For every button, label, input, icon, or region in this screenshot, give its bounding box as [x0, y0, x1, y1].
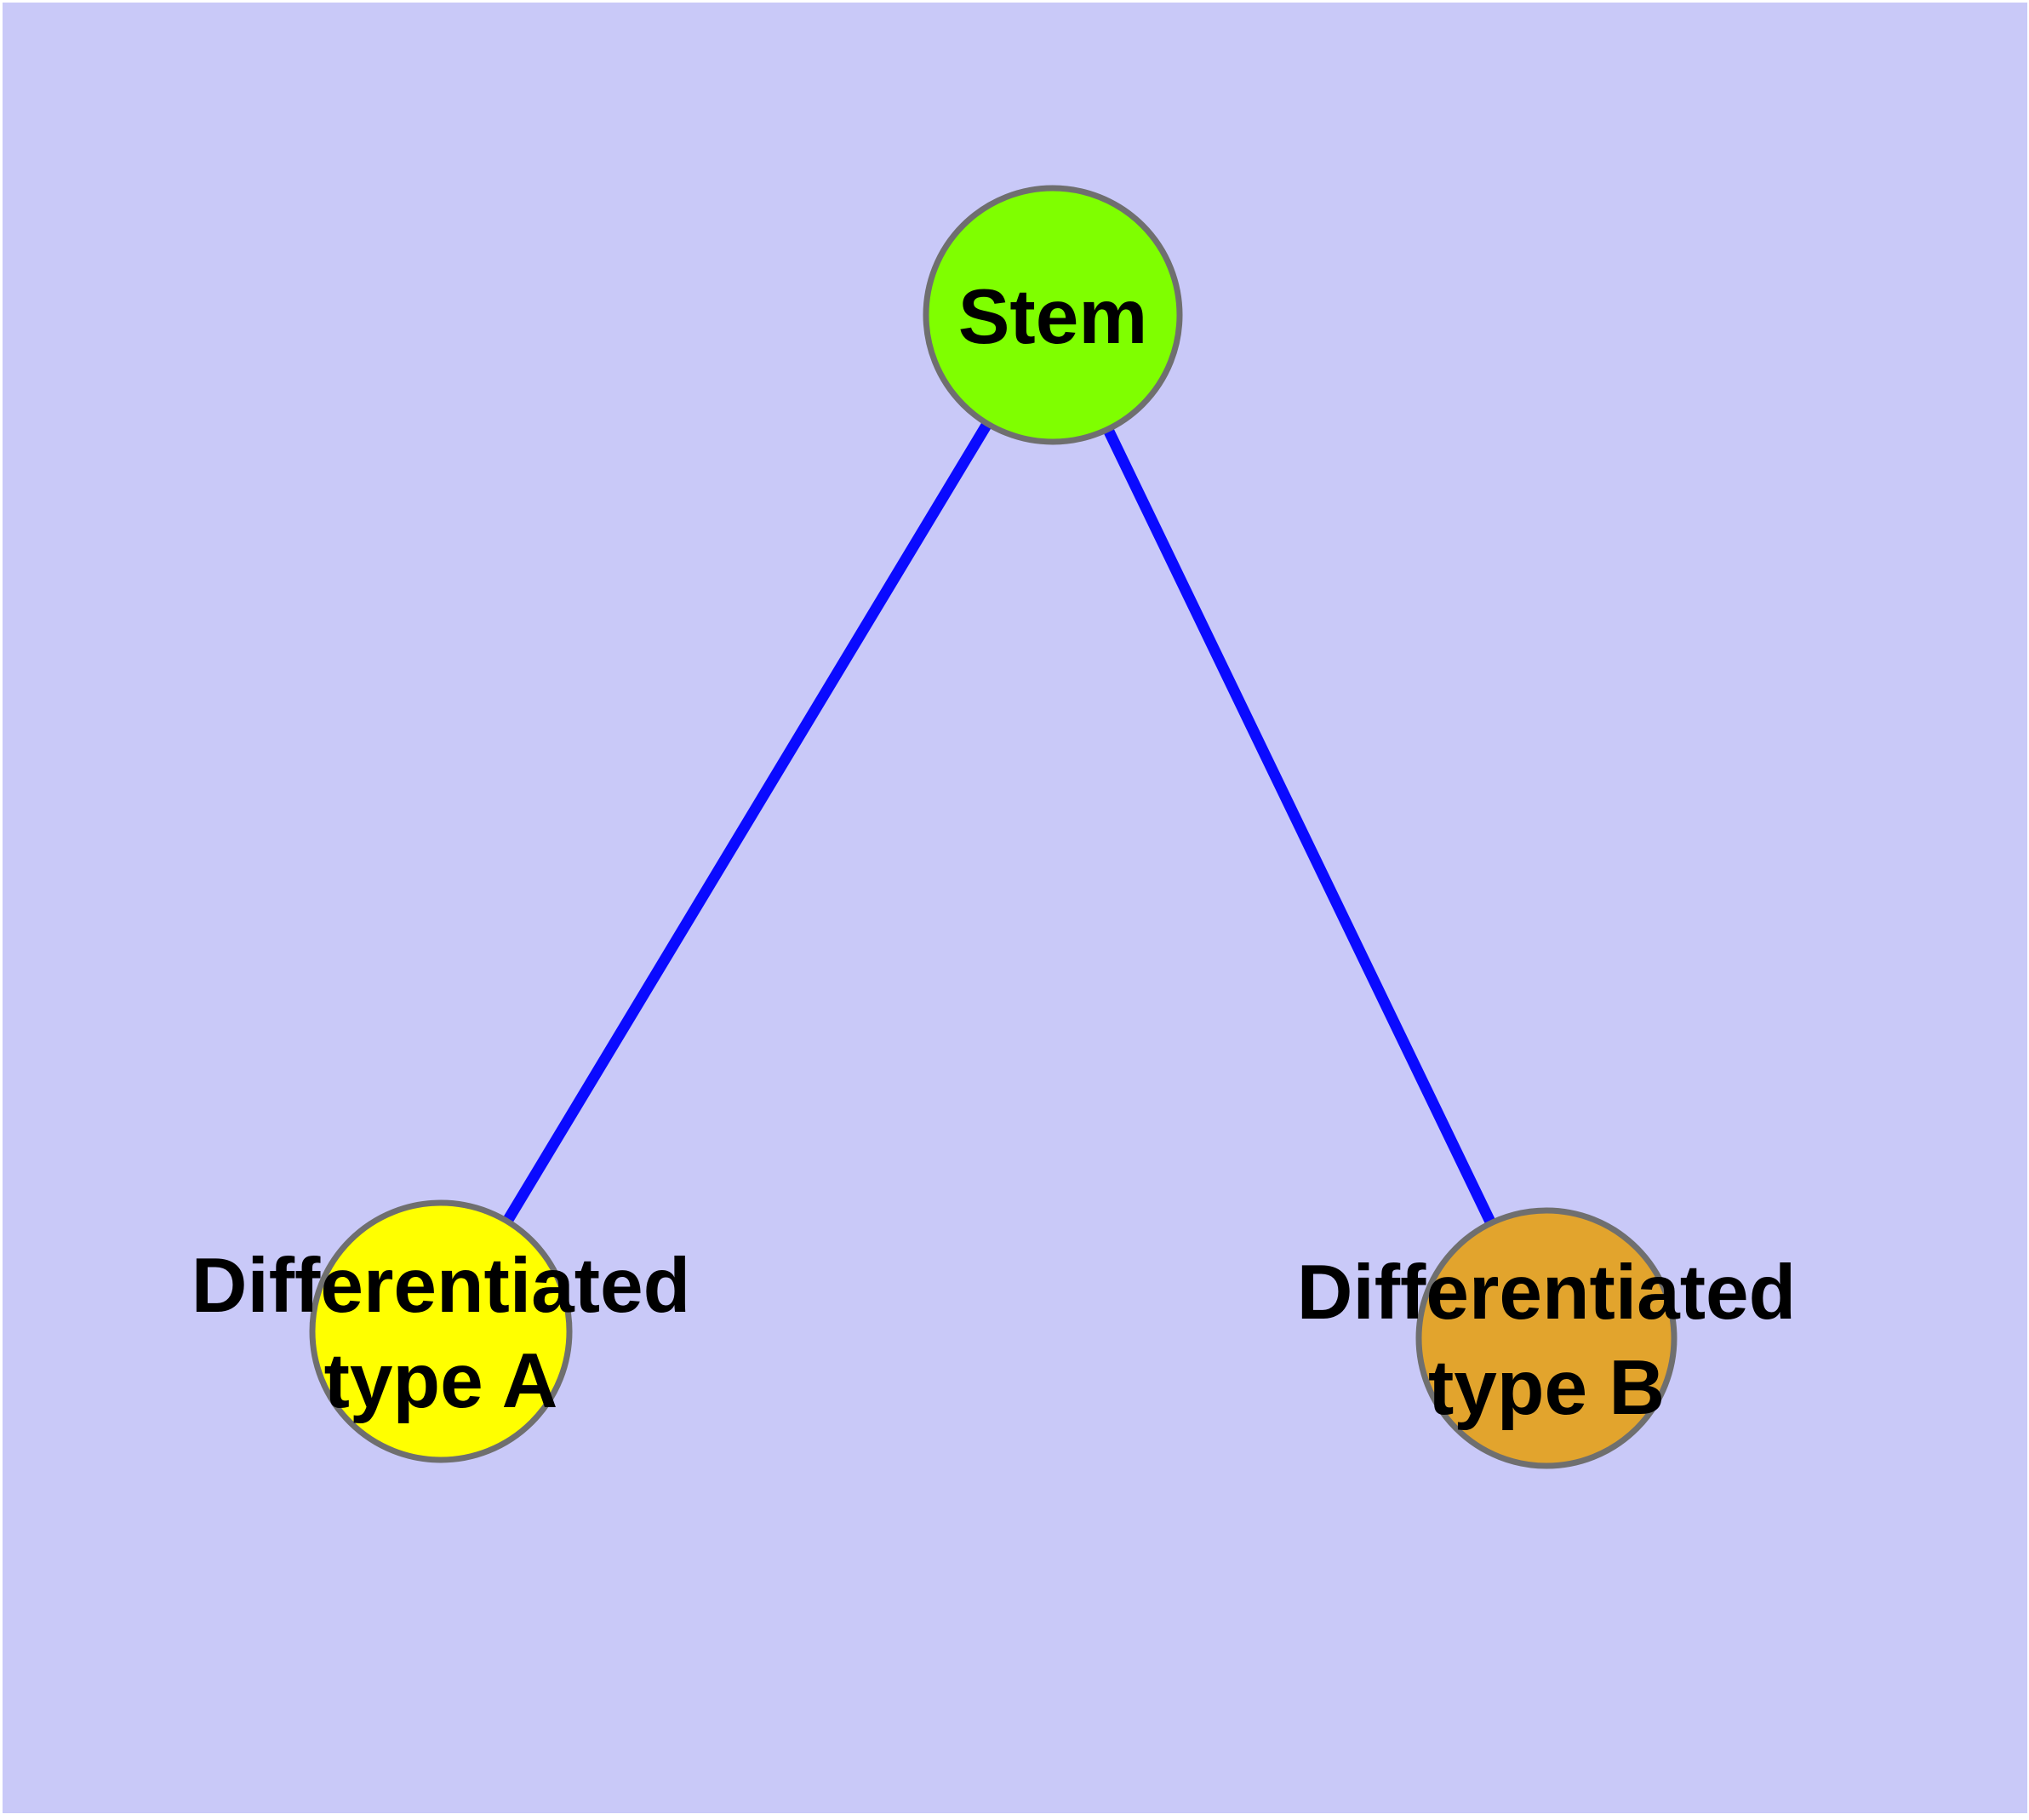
- node-type-b-label-line2: type B: [1428, 1345, 1665, 1431]
- node-type-a-label-line2: type A: [324, 1338, 558, 1424]
- node-stem-label: Stem: [958, 274, 1148, 360]
- edge-stem-to-type-a: [436, 312, 1058, 1335]
- node-type-a: Differentiated type A: [191, 1199, 691, 1463]
- node-type-b-circle: [1415, 1207, 1677, 1469]
- node-type-a-circle: [309, 1199, 573, 1463]
- edge-stem-to-type-b: [1048, 312, 1552, 1341]
- node-stem: Stem: [923, 185, 1183, 445]
- node-stem-circle: [923, 185, 1183, 445]
- node-type-b: Differentiated type B: [1297, 1207, 1797, 1469]
- node-type-a-label-line1: Differentiated: [191, 1243, 691, 1329]
- node-type-b-label-line1: Differentiated: [1297, 1250, 1797, 1336]
